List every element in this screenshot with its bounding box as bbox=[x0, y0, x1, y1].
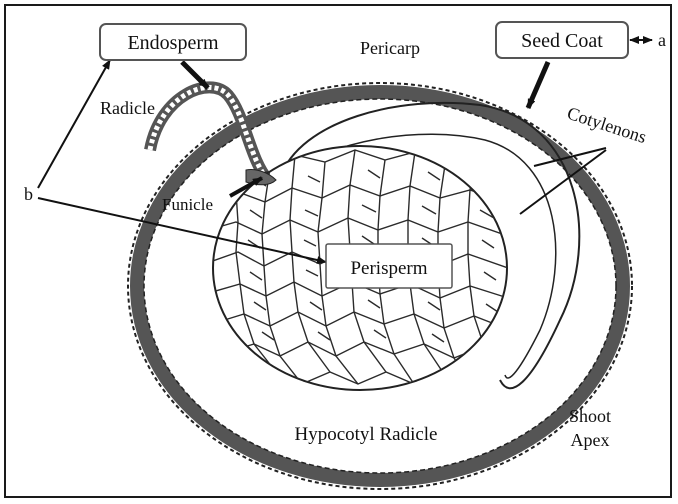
perisperm-label: Perisperm bbox=[350, 258, 427, 279]
a-marker-label: a bbox=[658, 30, 666, 50]
b-to-endosperm-arrow bbox=[38, 60, 110, 188]
apex-label: Apex bbox=[571, 430, 610, 450]
endosperm-label: Endosperm bbox=[127, 32, 219, 54]
hypocotyl-radicle-label: Hypocotyl Radicle bbox=[295, 424, 438, 445]
b-marker-label: b bbox=[24, 184, 33, 204]
radicle-loop bbox=[150, 87, 268, 180]
funicle-label: Funicle bbox=[162, 195, 213, 214]
shoot-label: Shoot bbox=[569, 406, 611, 426]
radicle-label: Radicle bbox=[100, 98, 155, 118]
seed-coat-label: Seed Coat bbox=[521, 30, 603, 52]
pericarp-label: Pericarp bbox=[360, 38, 420, 58]
seed-coat-pointer-arrow bbox=[528, 62, 548, 108]
cotylenons-label: Cotylenons bbox=[565, 103, 649, 147]
